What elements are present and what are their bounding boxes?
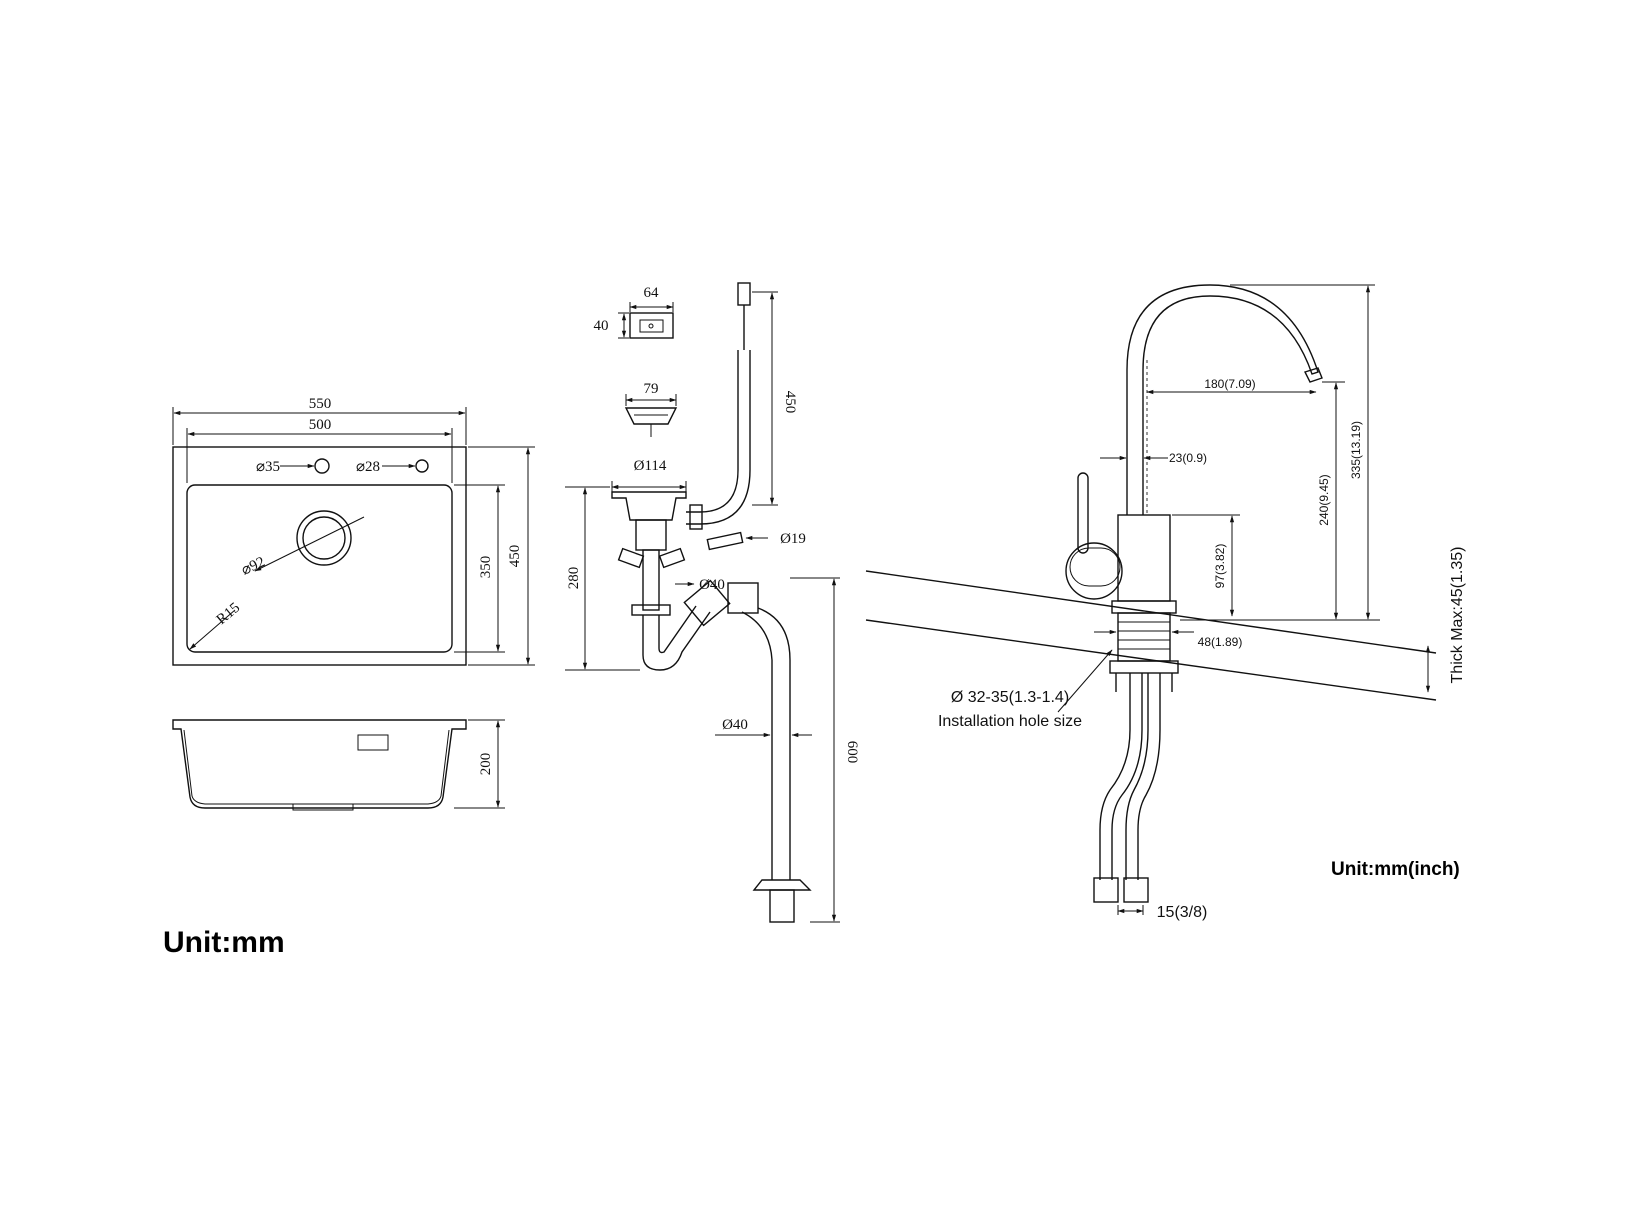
- unit-left: Unit:mm: [163, 926, 285, 959]
- strainer-body: [611, 491, 687, 521]
- overflow-cover: [629, 312, 674, 339]
- sink-depth-inner: 350: [478, 556, 494, 579]
- max-thickness-label: Thick Max:45(1.35): [1449, 547, 1466, 684]
- tap-hole-small-label: ⌀28: [356, 459, 380, 475]
- sink-outer-rim: [172, 446, 467, 666]
- countertop-bottom: [865, 619, 1437, 701]
- hose-pitch-label: 15(3/8): [1157, 904, 1208, 921]
- tap-hole-small: [415, 459, 429, 473]
- sink-basin: [186, 484, 453, 653]
- drain-outlet: [292, 803, 354, 811]
- body-height-label: 97(3.82): [1213, 544, 1227, 589]
- strainer-basket: [624, 407, 678, 425]
- threaded-shank: [1117, 612, 1171, 662]
- drain-kit: 64 40 79 Ø114 280 Ø40: [565, 282, 860, 923]
- overflow-slot: [357, 734, 389, 751]
- sink-height-label: 200: [478, 753, 494, 776]
- spout-reach-label: 180(7.09): [1204, 377, 1255, 391]
- sink-top-view: 550 500 ⌀35 ⌀28 ⌀92 R15 350 450: [172, 396, 535, 666]
- drain-outer-circle: [296, 510, 352, 566]
- sink-side-view: 200: [172, 719, 505, 811]
- handle-lever: [1077, 472, 1089, 554]
- faucet-handle: [1065, 542, 1123, 600]
- sink-width-outer: 550: [309, 396, 332, 412]
- faucet-body: [1117, 514, 1171, 602]
- s-trap: [642, 611, 711, 671]
- corner-radius-label: R15: [214, 600, 243, 628]
- sink-depth-outer: 450: [507, 545, 523, 568]
- basket-width: 79: [644, 381, 659, 397]
- overflow-cover-width: 64: [644, 285, 660, 301]
- supply-hose-left: [1099, 673, 1131, 880]
- tailpiece: [642, 549, 660, 611]
- overflow-pipe: [706, 531, 744, 551]
- trap-height: 280: [566, 567, 582, 590]
- drain-hose: [757, 607, 791, 880]
- hole-size-caption: Installation hole size: [938, 713, 1082, 730]
- strainer-diameter: Ø114: [634, 458, 667, 474]
- tap-hole-large: [314, 458, 330, 474]
- hole-diameter-label: Ø 32-35(1.3-1.4): [951, 689, 1069, 706]
- unit-right: Unit:mm(inch): [1331, 859, 1460, 880]
- sink-width-inner: 500: [309, 417, 332, 433]
- drain-hose-diameter: Ø40: [722, 717, 748, 733]
- hose-nut-right: [1123, 877, 1149, 903]
- overflow-connector: [737, 282, 751, 306]
- spout-height-label: 240(9.45): [1317, 474, 1331, 525]
- sink-side-profile: [172, 719, 467, 809]
- supply-hose-right: [1125, 673, 1149, 880]
- overflow-pipe-diameter: Ø19: [780, 531, 806, 547]
- drain-inner-circle: [302, 516, 346, 560]
- faucet-spout: [1126, 284, 1319, 515]
- drain-hose-length: 600: [844, 741, 860, 764]
- hose-nut-left: [1093, 877, 1119, 903]
- overflow-cover-height: 40: [594, 318, 609, 334]
- trap-diameter: Ø40: [699, 577, 725, 593]
- drain-hose-end: [769, 889, 795, 923]
- drain-diameter-label: ⌀92: [239, 554, 268, 579]
- overflow-hose-length: 450: [782, 391, 798, 414]
- total-height-label: 335(13.19): [1349, 421, 1363, 479]
- spout-diameter-label: 23(0.9): [1169, 451, 1207, 465]
- countertop-top: [865, 570, 1437, 654]
- faucet-drawing: 15(3/8) 180(7.09) 23(0.9) 240(9.45) 335(…: [865, 284, 1466, 921]
- overflow-hose: [686, 350, 739, 513]
- tap-hole-large-label: ⌀35: [256, 459, 280, 475]
- base-diameter-label: 48(1.89): [1198, 635, 1243, 649]
